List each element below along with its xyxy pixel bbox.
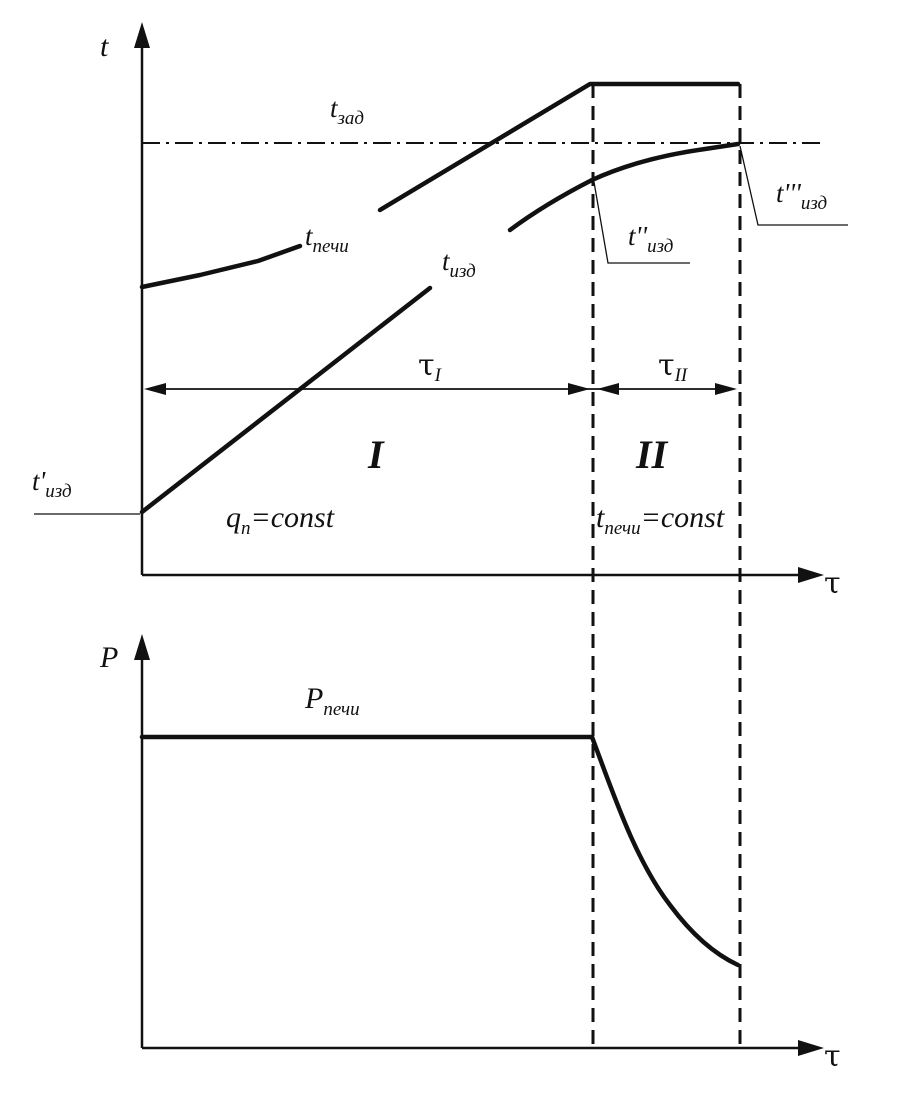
top-x-axis-label: τ bbox=[824, 566, 841, 601]
t-izd-end-label: t'''изд bbox=[776, 178, 827, 214]
tau-1-label: τI bbox=[418, 348, 443, 386]
p-pechi-curve bbox=[139, 734, 741, 968]
tau-2-arrow-left bbox=[597, 383, 619, 395]
t-izd-mid-label: t''изд bbox=[628, 221, 673, 257]
bottom-y-axis-arrow bbox=[134, 634, 150, 660]
bottom-graph: P τ Pпечи bbox=[99, 634, 841, 1074]
bottom-x-axis-arrow bbox=[798, 1040, 824, 1056]
tau-2-arrow-right bbox=[715, 383, 737, 395]
t-zad-label: tзад bbox=[330, 93, 364, 129]
top-x-axis-arrow bbox=[798, 567, 824, 583]
top-y-axis-label: t bbox=[100, 30, 109, 63]
t-pechi-label: tпечи bbox=[305, 221, 349, 257]
stage-1-label: I bbox=[367, 432, 385, 477]
t-izd-end-leader bbox=[739, 145, 848, 226]
stage-2-label: II bbox=[635, 432, 669, 477]
top-y-axis-arrow bbox=[134, 22, 150, 48]
tau-1-arrow-left bbox=[144, 383, 166, 395]
tau-2-label: τII bbox=[658, 348, 689, 386]
tau-1-arrow-right bbox=[568, 383, 590, 395]
t-izd-label: tизд bbox=[442, 246, 476, 282]
p-pechi-label: Pпечи bbox=[304, 682, 360, 720]
t-pechi-curve bbox=[139, 81, 741, 290]
t-izd-mid-leader bbox=[593, 181, 690, 264]
bottom-x-axis-label: τ bbox=[824, 1039, 841, 1074]
top-graph: t τ tзад tпечи tизд t'изд t''изд t'''изд… bbox=[32, 22, 848, 1046]
stage-1-condition: qп=const bbox=[226, 501, 335, 539]
t-izd-start-label: t'изд bbox=[32, 466, 72, 502]
bottom-y-axis-label: P bbox=[99, 641, 118, 674]
stage-2-condition: tпечи=const bbox=[596, 501, 725, 539]
